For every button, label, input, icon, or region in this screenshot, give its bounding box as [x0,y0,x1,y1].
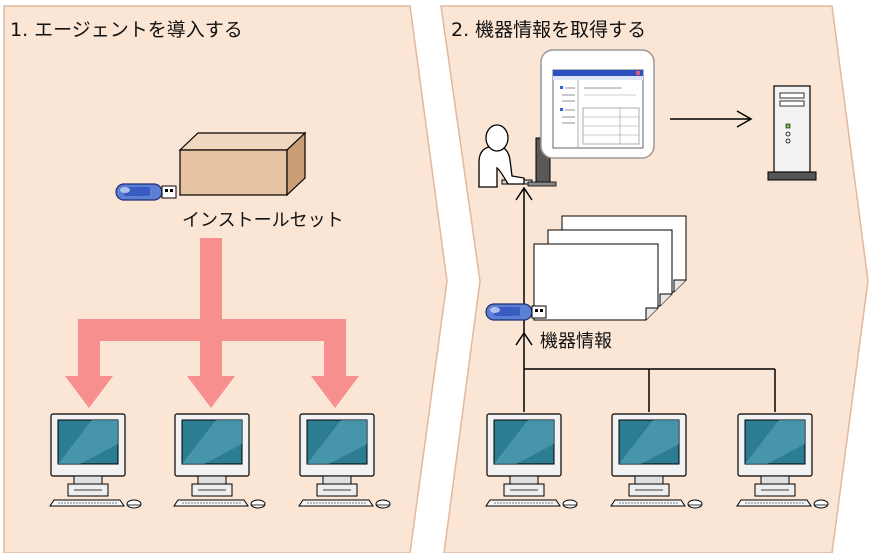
collection-lines [515,186,776,412]
box-icon [178,131,307,197]
usb-icon [115,183,177,201]
app-window-icon [540,49,655,159]
arrow-to-server [670,110,753,128]
server-icon [767,85,817,181]
install-set-label: インストールセット [182,210,344,231]
panel-2-title: 2. 機器情報を取得する [451,19,647,41]
device-info-label: 機器情報 [540,331,612,352]
user-icon [478,124,557,188]
panel-1-title: 1. エージェントを導入する [10,19,243,41]
distribution-arrows [65,238,359,408]
usb-icon [485,303,547,321]
